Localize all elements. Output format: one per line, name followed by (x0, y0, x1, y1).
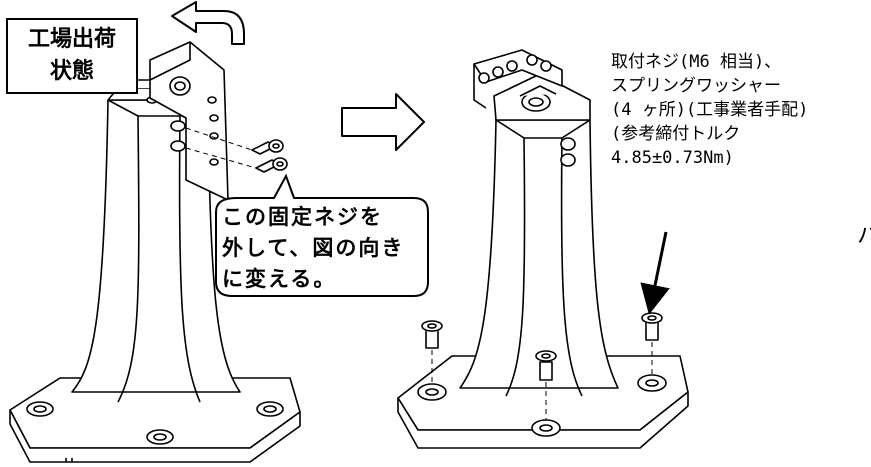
spec-line-5: 4.85±0.73Nm) (611, 148, 734, 168)
screw-guide-lines (185, 127, 257, 169)
callout-line-2: 外して、図の向き (222, 236, 405, 260)
right-stand (397, 49, 689, 449)
callout-text: この固定ネジを 外して、図の向き に変える。 (222, 202, 422, 295)
mount-screw-guides (431, 342, 653, 420)
spec-line-3: (4 ヶ所)(工事業者手配) (611, 100, 809, 120)
callout-bubble (215, 173, 429, 297)
factory-state-line-2: 状態 (49, 59, 94, 84)
right-arrow-icon (341, 93, 425, 151)
spec-line-2: スプリングワッシャー (611, 76, 781, 96)
spec-line-4: (参考締付トルク (611, 124, 741, 144)
factory-state-label: 工場出荷 状態 (6, 18, 138, 94)
curved-arrow-icon (171, 1, 245, 45)
left-stand (9, 41, 301, 463)
factory-state-line-1: 工場出荷 (27, 27, 116, 52)
down-arrow-icon (640, 231, 670, 315)
spec-line-1: 取付ネジ(M6 相当)、 (611, 52, 782, 72)
callout-line-3: に変える。 (222, 267, 337, 291)
callout-line-1: この固定ネジを (222, 205, 383, 229)
screw-spec-note: 取付ネジ(M6 相当)、 スプリングワッシャー (4 ヶ所)(工事業者手配) (… (611, 50, 869, 170)
clipped-edge-text: ハ (857, 224, 871, 249)
